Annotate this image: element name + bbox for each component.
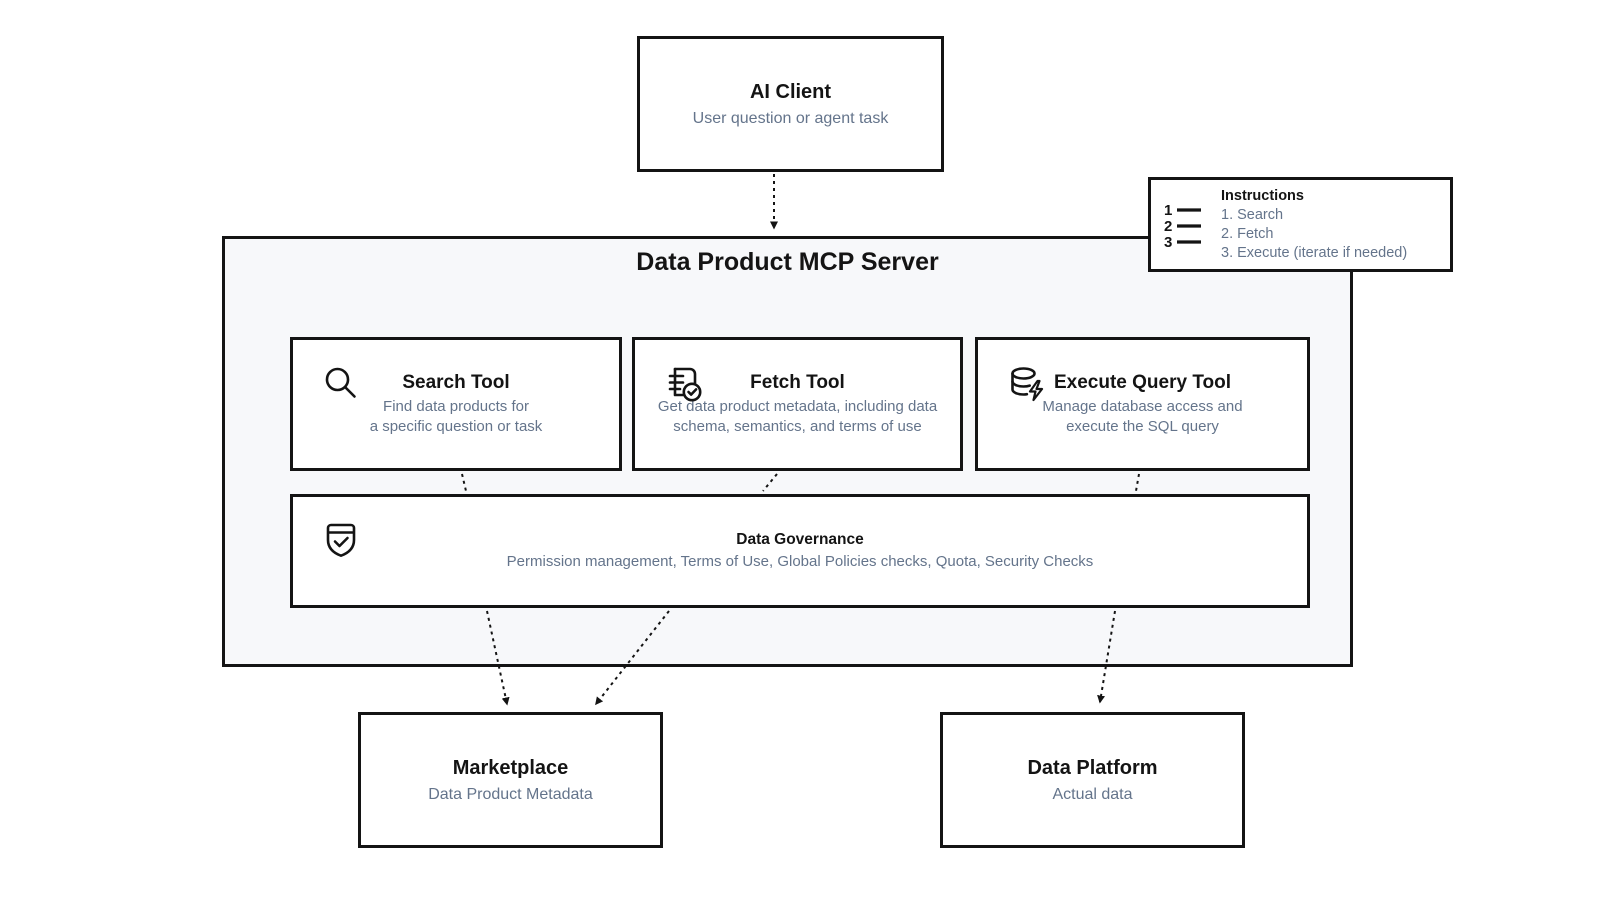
instructions-text: Instructions 1. Search 2. Fetch 3. Execu… [1221,187,1407,263]
numbered-list-icon: 1 2 3 [1161,199,1209,251]
data-governance-title: Data Governance [736,531,864,548]
data-platform-subtitle: Actual data [1052,785,1133,803]
mcp-server-title: Data Product MCP Server [636,248,939,276]
ai-client-node: AI Client User question or agent task [637,36,944,172]
execute-query-tool-title: Execute Query Tool [1053,372,1232,393]
execute-query-tool-node: Execute Query Tool Manage database acces… [975,337,1310,471]
ai-client-subtitle: User question or agent task [692,109,889,127]
svg-text:2: 2 [1164,218,1172,235]
svg-text:3: 3 [1164,234,1172,251]
svg-text:1: 1 [1164,202,1172,219]
marketplace-subtitle: Data Product Metadata [428,785,593,803]
execute-query-tool-subtitle: Manage database access and execute the S… [1042,398,1243,435]
marketplace-title: Marketplace [452,756,569,779]
instructions-callout: 1 2 3 Instructions 1. Search 2. Fetch 3.… [1148,177,1453,272]
ai-client-title: AI Client [749,80,832,103]
marketplace-node: Marketplace Data Product Metadata [358,712,663,848]
fetch-tool-title: Fetch Tool [750,372,845,393]
search-tool-node: Search Tool Find data products for a spe… [290,337,622,471]
fetch-tool-subtitle: Get data product metadata, including dat… [657,398,938,435]
instructions-step-2: 2. Fetch [1221,225,1274,242]
data-governance-subtitle: Permission management, Terms of Use, Glo… [506,553,1094,570]
data-governance-node: Data Governance Permission management, T… [290,494,1310,608]
data-platform-node: Data Platform Actual data [940,712,1245,848]
search-tool-subtitle: Find data products for a specific questi… [369,398,543,435]
fetch-tool-node: Fetch Tool Get data product metadata, in… [632,337,963,471]
data-platform-title: Data Platform [1027,756,1158,779]
instructions-step-1: 1. Search [1221,206,1284,223]
instructions-step-3: 3. Execute (iterate if needed) [1221,244,1408,261]
search-tool-title: Search Tool [402,372,510,393]
instructions-title: Instructions [1221,187,1304,204]
